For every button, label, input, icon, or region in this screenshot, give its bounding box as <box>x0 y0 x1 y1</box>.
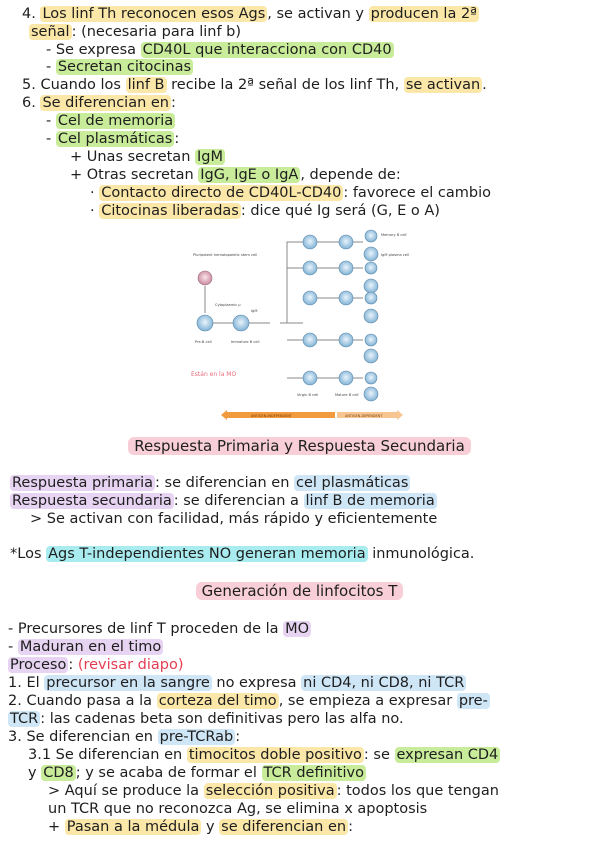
note-line-5: 5. Cuando los linf B recibe la 2ª señal … <box>22 77 487 93</box>
precursors-line: - Precursores de linf T proceden de la M… <box>8 621 312 637</box>
label-plasma: IgM plasma cell <box>381 253 409 257</box>
activation-note: > Se activan con facilidad, más rápido y… <box>30 511 438 527</box>
step-3-1-continuation: y CD8; y se acaba de formar el TCR defin… <box>28 765 366 781</box>
process-line: Proceso: (revisar diapo) <box>8 657 184 673</box>
label-virgin: Virgin B cell <box>297 393 318 397</box>
t-independent-note: *Los Ags T-independientes NO generan mem… <box>10 546 475 562</box>
section-title-respuesta: Respuesta Primaria y Respuesta Secundari… <box>0 437 599 455</box>
bar-left-arrowhead <box>221 410 227 420</box>
step-1-line: 1. El precursor en la sangre no expresa … <box>8 675 467 691</box>
virgin-b-cells <box>302 234 318 386</box>
step-3-1-line: 3.1 Se diferencian en timocitos doble po… <box>28 747 501 763</box>
mature-thymus-line: - Maduran en el timo <box>8 639 164 655</box>
pre-b-cell <box>196 314 214 332</box>
primary-response-line: Respuesta primaria: se diferencian en ce… <box>10 475 411 491</box>
medulla-line: + Pasan a la médula y se diferencian en: <box>48 819 353 835</box>
note-line-8: - Cel plasmáticas: <box>46 131 180 147</box>
plasma-memory-cells <box>363 229 379 402</box>
antigen-dependent-bar <box>337 412 399 418</box>
stem-cell <box>197 270 213 286</box>
step-3-line: 3. Se diferencian en pre-TCRab: <box>8 729 241 745</box>
secondary-response-line: Respuesta secundaria: se diferencian a l… <box>10 493 437 509</box>
section-title-generacion: Generación de linfocitos T <box>0 582 599 600</box>
step-2-line: 2. Cuando pasa a la corteza del timo, se… <box>8 693 490 709</box>
figure-svg: Pluripotent hematopoietic stem cell Pre-… <box>191 229 409 420</box>
label-preb: Pre-B cell <box>195 340 212 344</box>
mature-b-cells <box>338 234 354 386</box>
label-igm: IgM <box>251 309 257 313</box>
note-line-1: 4. Los linf Th reconocen esos Ags, se ac… <box>22 6 480 22</box>
note-line-3: - Se expresa CD40L que interacciona con … <box>46 42 394 58</box>
note-line-9: + Unas secretan IgM <box>70 149 225 165</box>
apoptosis-line: un TCR que no reconozca Ag, se elimina x… <box>48 801 428 817</box>
antigen-independent-bar <box>225 412 335 418</box>
label-memory: Memory B cell <box>381 233 407 237</box>
label-mature: Mature B cell <box>335 393 359 397</box>
immature-b-cell <box>232 314 250 332</box>
note-line-10: + Otras secretan IgG, IgE o IgA, depende… <box>70 167 401 183</box>
label-cytoplasmic: Cytoplasmic μ <box>215 303 241 307</box>
bar-right-arrowhead <box>397 410 403 420</box>
figure-handnote: Están en la MO <box>191 371 236 378</box>
label-hsc: Pluripotent hematopoietic stem cell <box>193 253 257 257</box>
note-line-6: 6. Se diferencian en: <box>22 95 176 111</box>
note-line-2: señal: (necesaria para linf b) <box>29 24 242 40</box>
positive-selection-line: > Aquí se produce la selección positiva:… <box>48 783 499 799</box>
note-line-12: · Citocinas liberadas: dice qué Ig será … <box>90 203 440 219</box>
note-line-11: · Contacto directo de CD40L-CD40: favore… <box>90 185 491 201</box>
b-cell-differentiation-figure: Pluripotent hematopoietic stem cell Pre-… <box>185 228 415 424</box>
arrow-lines <box>204 241 363 379</box>
bar-right-label: ANTIGEN-DEPENDENT <box>345 414 383 418</box>
bar-left-label: ANTIGEN-INDEPENDENT <box>251 414 293 418</box>
note-line-4: - Secretan citocinas <box>46 59 194 75</box>
step-2-continuation: TCR: las cadenas beta son definitivas pe… <box>8 711 404 727</box>
label-immature: Immature B cell <box>231 340 260 344</box>
note-line-7: - Cel de memoria <box>46 113 176 129</box>
